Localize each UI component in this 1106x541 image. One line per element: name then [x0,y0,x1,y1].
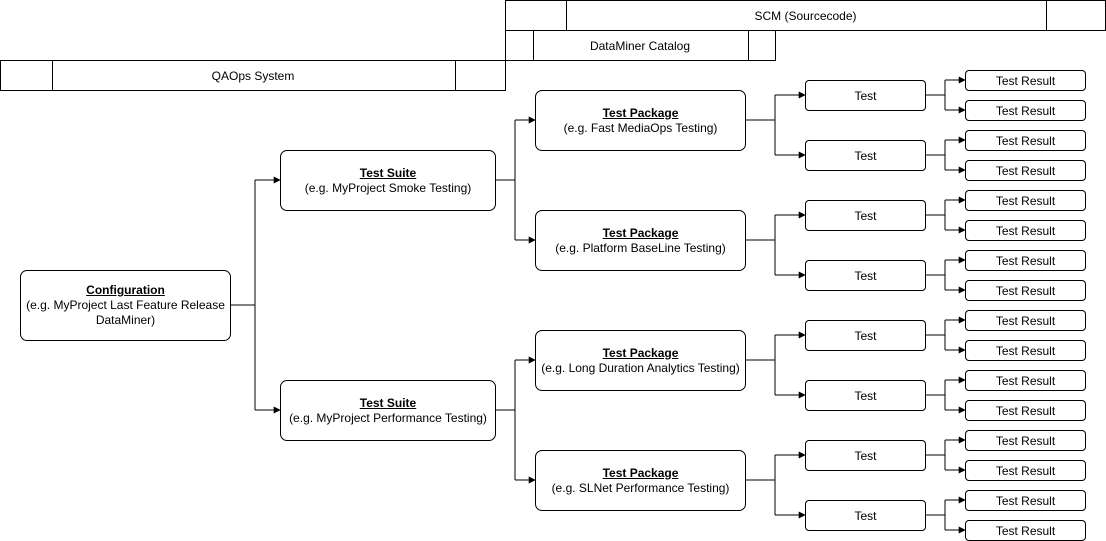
test-node: Test [805,440,926,471]
test-suite-title: Test Suite [359,165,417,180]
test-package-title: Test Package [602,105,679,120]
test-result-node: Test Result [965,400,1086,421]
scm-band: SCM (Sourcecode) [505,0,1106,31]
test-result-node: Test Result [965,520,1086,541]
test-node: Test [805,80,926,111]
scm-band-label: SCM (Sourcecode) [754,8,857,23]
test-result-node: Test Result [965,70,1086,91]
test-result-node: Test Result [965,370,1086,391]
qaops-system-band-label: QAOps System [211,68,295,83]
test-package-title: Test Package [602,465,679,480]
test-node: Test [805,380,926,411]
test-node: Test [805,200,926,231]
configuration-node: Configuration (e.g. MyProject Last Featu… [20,270,231,341]
test-result-node: Test Result [965,250,1086,271]
configuration-example: (e.g. MyProject Last Feature Release Dat… [26,298,225,327]
test-suite-title: Test Suite [359,395,417,410]
test-package-title: Test Package [602,345,679,360]
test-result-node: Test Result [965,160,1086,181]
test-result-node: Test Result [965,340,1086,361]
test-package-node: Test Package (e.g. Platform BaseLine Tes… [535,210,746,271]
test-result-node: Test Result [965,220,1086,241]
test-package-example: (e.g. Platform BaseLine Testing) [555,240,726,255]
dataminer-catalog-band: DataMiner Catalog [505,30,776,61]
configuration-title: Configuration [86,283,165,297]
dataminer-catalog-band-label: DataMiner Catalog [589,38,691,53]
test-result-node: Test Result [965,310,1086,331]
test-suite-node: Test Suite (e.g. MyProject Smoke Testing… [280,150,496,211]
test-result-node: Test Result [965,100,1086,121]
test-result-node: Test Result [965,280,1086,301]
test-package-node: Test Package (e.g. SLNet Performance Tes… [535,450,746,511]
test-suite-example: (e.g. MyProject Smoke Testing) [304,180,472,195]
test-node: Test [805,140,926,171]
test-package-node: Test Package (e.g. Long Duration Analyti… [535,330,746,391]
test-node: Test [805,260,926,291]
test-node: Test [805,320,926,351]
test-package-example: (e.g. SLNet Performance Testing) [551,480,730,495]
test-result-node: Test Result [965,130,1086,151]
test-package-title: Test Package [602,225,679,240]
test-result-node: Test Result [965,190,1086,211]
test-suite-example: (e.g. MyProject Performance Testing) [289,410,487,425]
test-suite-node: Test Suite (e.g. MyProject Performance T… [280,380,496,441]
test-result-node: Test Result [965,460,1086,481]
test-result-node: Test Result [965,490,1086,511]
test-node: Test [805,500,926,531]
test-package-example: (e.g. Fast MediaOps Testing) [563,120,718,135]
qaops-system-band: QAOps System [0,60,506,91]
test-result-node: Test Result [965,430,1086,451]
test-package-node: Test Package (e.g. Fast MediaOps Testing… [535,90,746,151]
test-package-example: (e.g. Long Duration Analytics Testing) [541,360,740,375]
